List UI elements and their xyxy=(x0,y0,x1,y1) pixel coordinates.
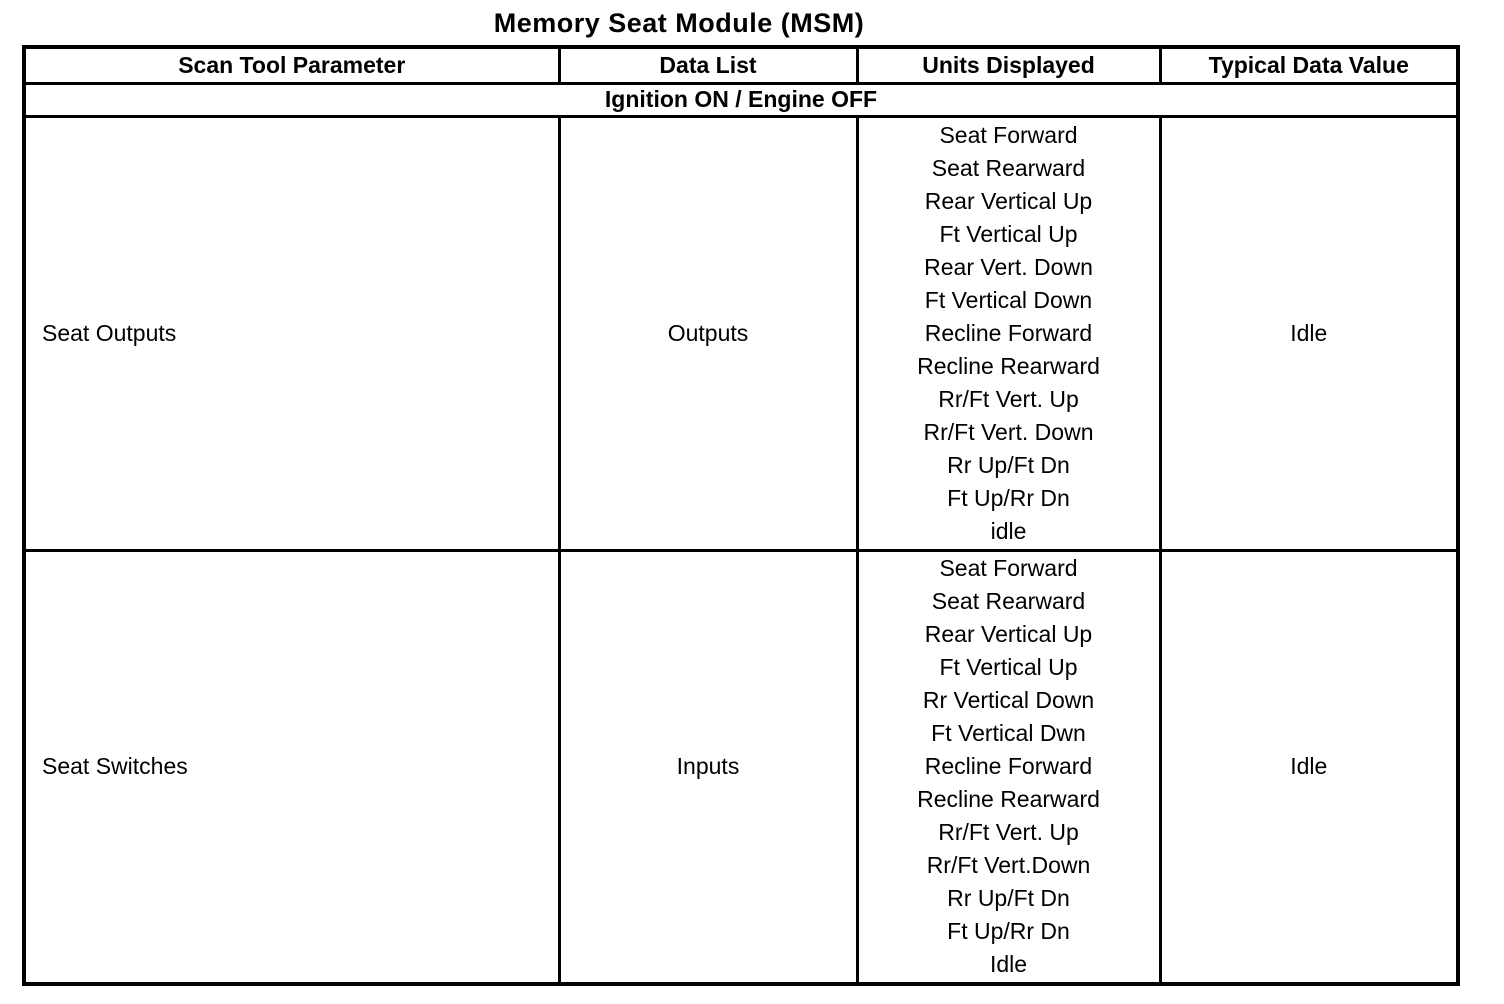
unit-value: Rr Up/Ft Dn xyxy=(947,885,1070,912)
unit-value: Seat Rearward xyxy=(931,154,1086,181)
unit-value: Rr/Ft Vert. Down xyxy=(923,418,1094,445)
unit-value: Rr/Ft Vert. Up xyxy=(938,819,1079,846)
unit-value: Recline Rearward xyxy=(917,786,1100,813)
unit-value: Idle xyxy=(989,951,1028,978)
header-row: Scan Tool Parameter Data List Units Disp… xyxy=(22,45,1460,85)
unit-value: Rear Vert. Down xyxy=(924,253,1093,280)
unit-value: Recline Rearward xyxy=(917,352,1100,379)
unit-value: Seat Rearward xyxy=(931,588,1086,615)
unit-value: Rr Vertical Down xyxy=(922,687,1095,714)
unit-value: Rear Vertical Up xyxy=(924,621,1093,648)
unit-value: Ft Vertical Up xyxy=(939,654,1078,681)
column-header-data-list: Data List xyxy=(557,45,859,85)
section-row: Ignition ON / Engine OFF xyxy=(22,81,1460,118)
unit-value: Ft Up/Rr Dn xyxy=(947,918,1070,945)
unit-value: idle xyxy=(990,517,1027,544)
unit-value: Rr Up/Ft Dn xyxy=(947,451,1070,478)
column-header-typical-data-value: Typical Data Value xyxy=(1158,45,1460,85)
column-header-scan-tool-parameter: Scan Tool Parameter xyxy=(22,45,561,85)
unit-value: Recline Forward xyxy=(924,753,1093,780)
typical-data-value-cell: Idle xyxy=(1158,114,1460,552)
unit-value: Rr/Ft Vert. Up xyxy=(938,385,1079,412)
unit-value: Ft Vertical Up xyxy=(939,220,1078,247)
unit-value: Ft Vertical Down xyxy=(924,286,1093,313)
data-list-cell: Inputs xyxy=(557,548,859,986)
msm-data-table: Scan Tool Parameter Data List Units Disp… xyxy=(22,45,1460,986)
page-title: Memory Seat Module (MSM) xyxy=(493,8,865,38)
unit-value: Seat Forward xyxy=(939,555,1078,582)
unit-value: Recline Forward xyxy=(924,319,1093,346)
typical-data-value-cell: Idle xyxy=(1158,548,1460,986)
data-list-cell: Outputs xyxy=(557,114,859,552)
unit-value: Ft Vertical Dwn xyxy=(931,720,1086,747)
unit-value: Seat Forward xyxy=(939,121,1078,148)
unit-value: Rr/Ft Vert.Down xyxy=(926,852,1091,879)
scan-tool-parameter-cell: Seat Outputs xyxy=(22,114,561,552)
scan-tool-parameter-cell: Seat Switches xyxy=(22,548,561,986)
section-label: Ignition ON / Engine OFF xyxy=(22,81,1460,118)
unit-value: Ft Up/Rr Dn xyxy=(947,484,1070,511)
unit-value: Rear Vertical Up xyxy=(924,187,1093,214)
column-header-units-displayed: Units Displayed xyxy=(855,45,1162,85)
